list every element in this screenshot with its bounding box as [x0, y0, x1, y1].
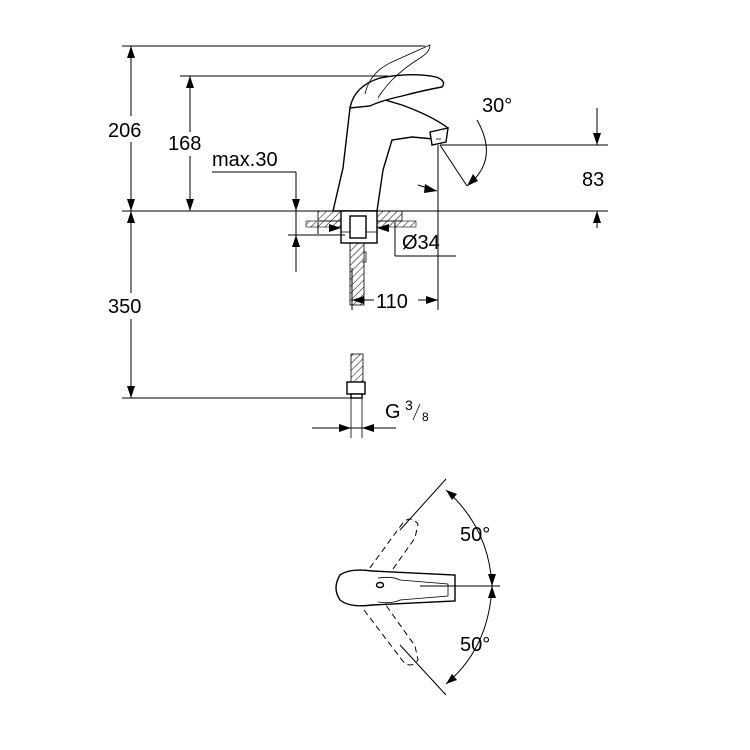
faucet-lever — [349, 74, 445, 109]
dim-max30-label: max.30 — [212, 149, 278, 171]
lever-dashed-upper — [363, 518, 419, 591]
dim-diameter34-label: Ø34 — [402, 232, 440, 254]
dim-206-label: 206 — [108, 120, 141, 142]
supply-hose — [349, 242, 365, 306]
side-elevation-view: 206 168 max.30 Ø34 110 — [104, 44, 608, 438]
angle-upper-label: 50° — [460, 524, 490, 546]
angle-arc-lower — [445, 585, 493, 685]
dim-thread-prefix: G — [385, 401, 401, 423]
dim-350-label: 350 — [108, 296, 141, 318]
dim-83-label: 83 — [582, 169, 604, 191]
angle-arc-upper — [445, 489, 493, 587]
faucet-top-body — [335, 569, 456, 607]
dim-30deg-label: 30° — [482, 95, 512, 117]
hose-nut — [346, 381, 366, 395]
dim-thread-denominator: 8 — [422, 410, 429, 424]
lever-dashed-lower — [363, 593, 419, 666]
dim-thread-numerator: 3 — [405, 397, 413, 413]
dim-110-label: 110 — [376, 291, 408, 313]
faucet-spout-aerator — [429, 127, 449, 146]
aerator-top — [375, 581, 385, 589]
top-view: 50° 50° — [335, 478, 500, 696]
dim-168-label: 168 — [168, 133, 201, 155]
angle-lower-label: 50° — [460, 634, 490, 656]
faucet-body — [332, 93, 449, 212]
faucet-lever-raised-outline — [364, 44, 431, 99]
